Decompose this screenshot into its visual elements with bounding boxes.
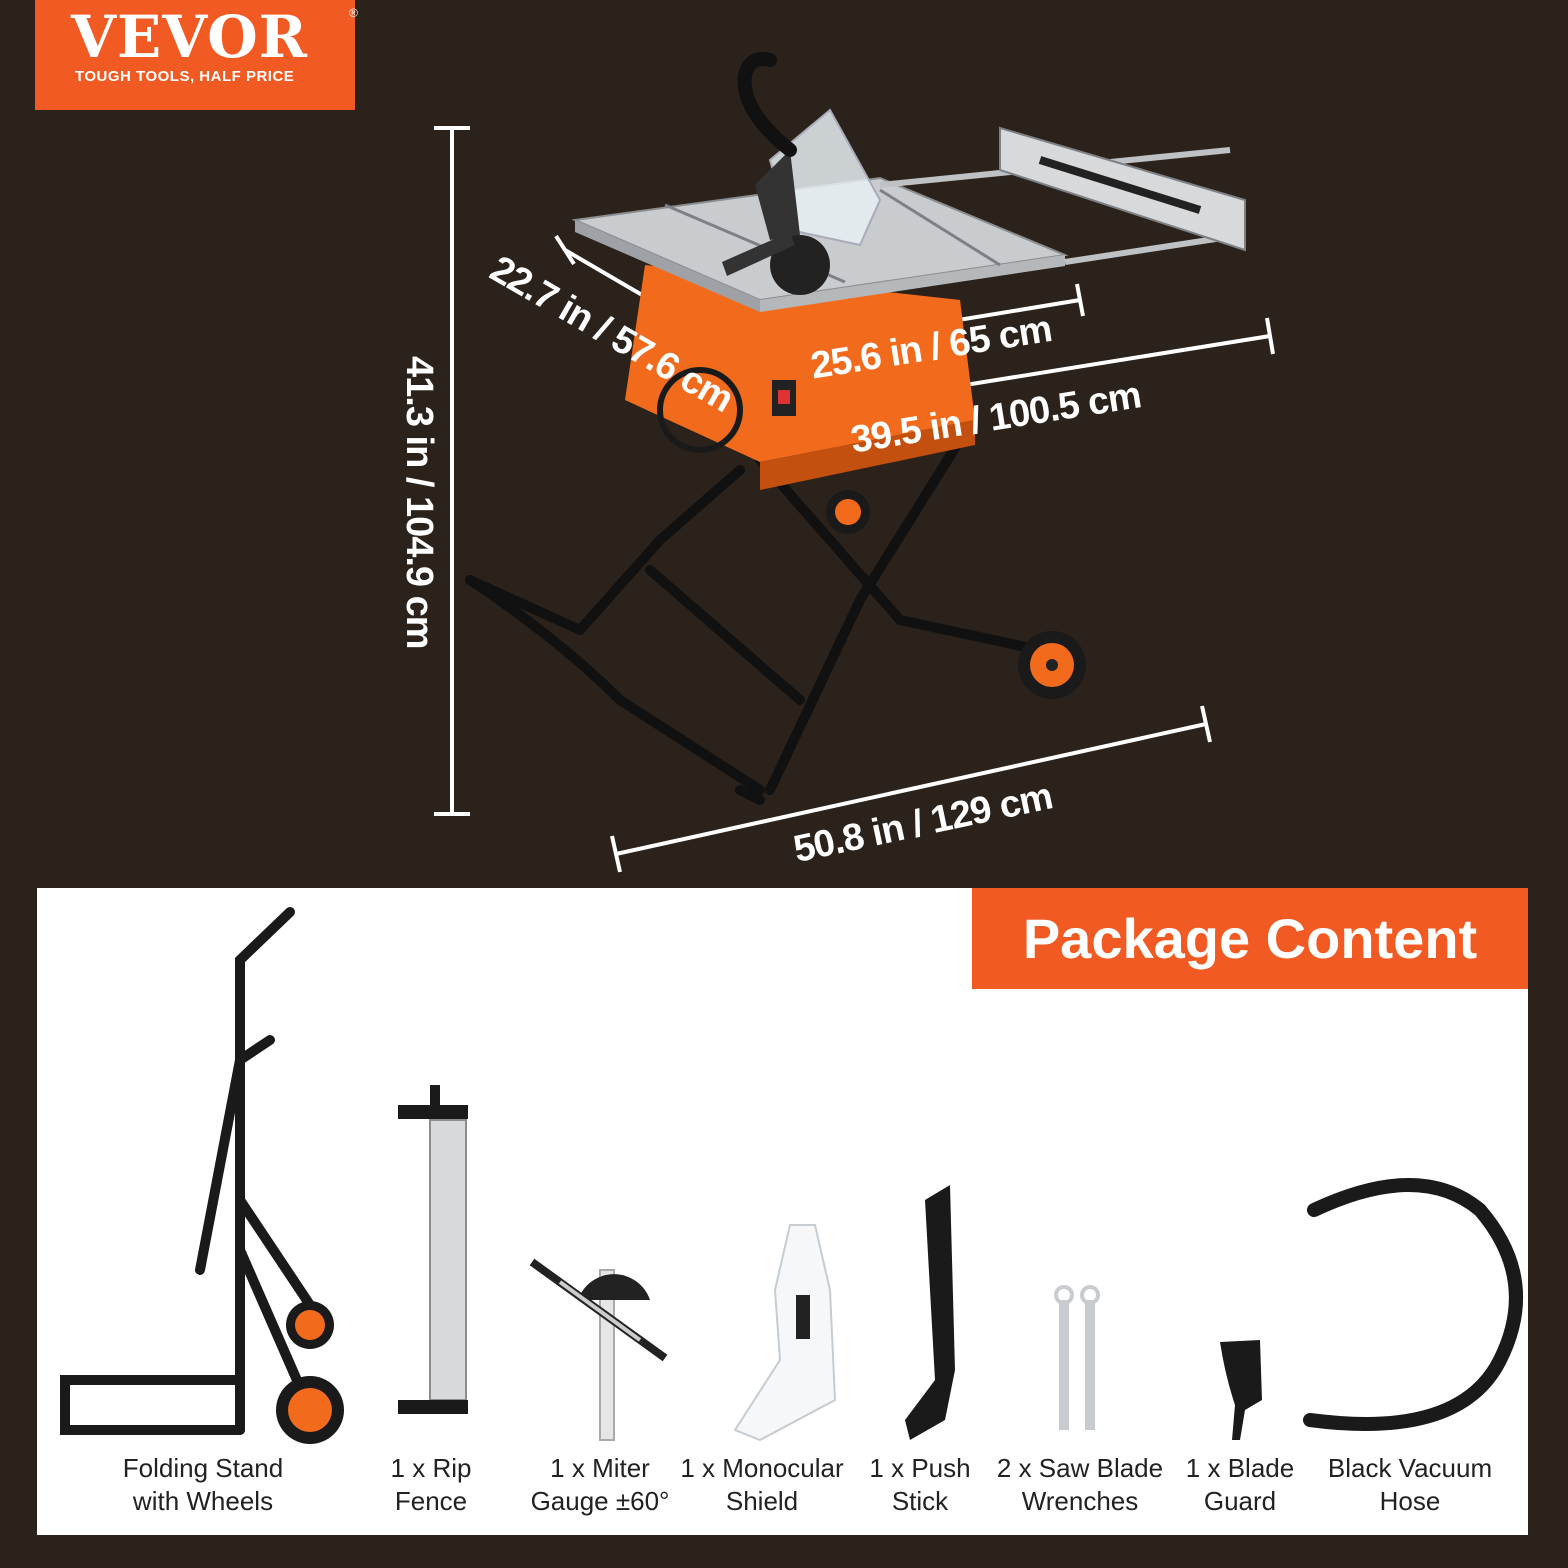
- miter-gauge-icon: [529, 1258, 668, 1441]
- registered-mark: ®: [349, 6, 358, 20]
- saw-stand: [465, 435, 1045, 805]
- saw-table-top: [571, 126, 1246, 312]
- blade-guard: [722, 52, 882, 295]
- saw-body: [625, 265, 975, 490]
- push-stick-icon: [905, 1185, 955, 1440]
- stand-wheel: [826, 490, 1086, 699]
- table-saw-illustration: [434, 52, 1275, 873]
- rip-fence-icon: [398, 1085, 468, 1414]
- package-content-title: Package Content: [972, 888, 1528, 989]
- folding-stand-icon: [60, 907, 325, 1435]
- caption-push-stick: 1 x Push Stick: [869, 1453, 971, 1516]
- blade-guard-icon: [1220, 1340, 1262, 1440]
- base-length-dimension-line: [610, 705, 1212, 873]
- vacuum-hose-icon: [1303, 1178, 1523, 1431]
- caption-miter-gauge: 1 x Miter Gauge ±60°: [530, 1453, 670, 1516]
- caption-wrenches: 2 x Saw Blade Wrenches: [996, 1453, 1164, 1516]
- stand-wheel-icon: [276, 1301, 344, 1444]
- caption-vacuum-hose: Black Vacuum Hose: [1327, 1453, 1493, 1516]
- caption-rip-fence: 1 x Rip Fence: [390, 1453, 472, 1516]
- caption-folding-stand: Folding Stand with Wheels: [122, 1453, 284, 1516]
- brand-logo: VEVOR ® TOUGH TOOLS, HALF PRICE: [35, 0, 358, 110]
- caption-monocular-shield: 1 x Monocular Shield: [680, 1453, 844, 1516]
- brand-name: VEVOR: [71, 3, 308, 71]
- wrenches-icon: [1054, 1285, 1100, 1430]
- height-dimension-line: [434, 126, 470, 816]
- brand-tagline: TOUGH TOOLS, HALF PRICE: [75, 68, 295, 85]
- caption-blade-guard: 1 x Blade Guard: [1185, 1453, 1295, 1516]
- monocular-shield-icon: [733, 1224, 837, 1442]
